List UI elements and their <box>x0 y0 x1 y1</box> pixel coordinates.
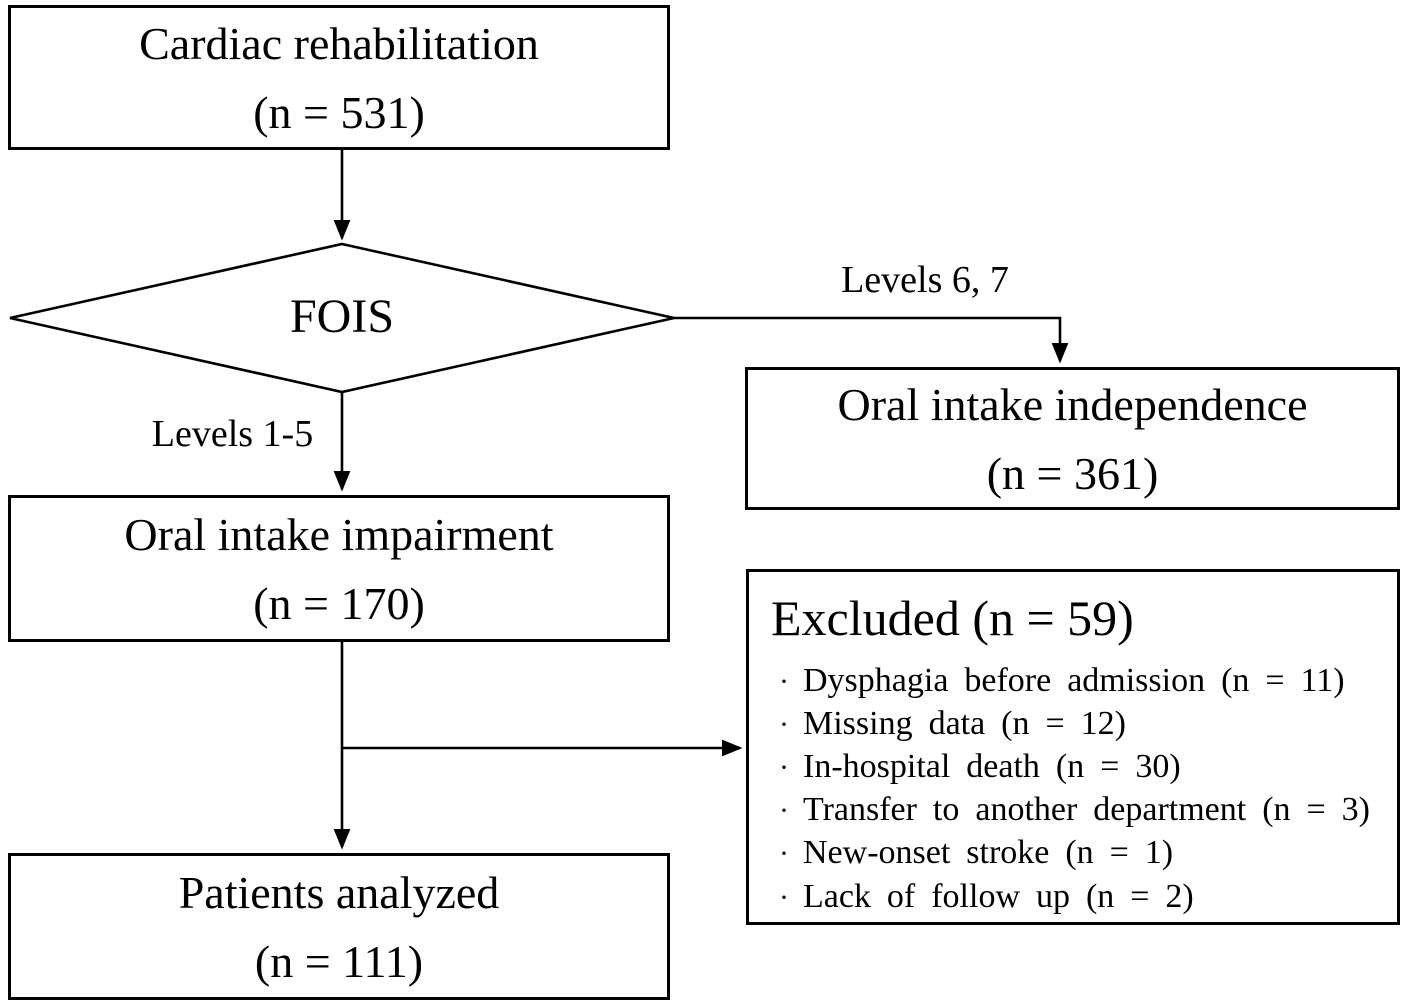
bullet-icon: · <box>779 837 789 871</box>
node-cardiac-rehabilitation: Cardiac rehabilitation (n = 531) <box>8 5 670 150</box>
excluded-item-text: Dysphagia before admission (n = 11) <box>803 662 1345 699</box>
node-count: (n = 531) <box>253 86 425 138</box>
excluded-item-text: Missing data (n = 12) <box>803 705 1126 743</box>
bullet-icon: · <box>779 751 789 785</box>
list-item: · Transfer to another department (n = 3) <box>779 790 1383 830</box>
node-title: Cardiac rehabilitation <box>139 17 539 69</box>
excluded-item-text: Lack of follow up (n = 2) <box>803 877 1194 915</box>
node-count: (n = 170) <box>253 577 425 629</box>
list-item: · Lack of follow up (n = 2) <box>779 877 1383 917</box>
node-count: (n = 111) <box>254 935 424 987</box>
node-title: Patients analyzed <box>178 866 500 918</box>
bullet-icon: · <box>779 708 789 742</box>
arrow-fois-to-independence <box>674 316 1069 364</box>
excluded-item-text: Transfer to another department (n = 3) <box>803 791 1370 829</box>
excluded-item-text: In-hospital death (n = 30) <box>803 748 1181 786</box>
edge-label-levels-6-7: Levels 6, 7 <box>841 259 1009 301</box>
excluded-title: Excluded (n = 59) <box>771 590 1134 646</box>
node-oral-intake-independence: Oral intake independence (n = 361) <box>745 367 1400 510</box>
edge-label-levels-1-5: Levels 1-5 <box>151 413 314 455</box>
node-count: (n = 361) <box>986 447 1159 499</box>
node-title: Oral intake impairment <box>124 508 554 560</box>
bullet-icon: · <box>779 880 789 914</box>
node-title: Oral intake independence <box>837 378 1308 430</box>
node-oral-intake-impairment: Oral intake impairment (n = 170) <box>8 495 670 642</box>
list-item: · In-hospital death (n = 30) <box>779 747 1383 787</box>
excluded-item-text: New-onset stroke (n = 1) <box>803 834 1174 872</box>
bullet-icon: · <box>779 794 789 828</box>
bullet-icon: · <box>779 665 789 698</box>
node-excluded: Excluded (n = 59) · Dysphagia before adm… <box>746 569 1400 925</box>
list-item: · New-onset stroke (n = 1) <box>779 833 1383 873</box>
list-item: · Missing data (n = 12) <box>779 704 1383 744</box>
list-item: · Dysphagia before admission (n = 11) <box>779 661 1383 701</box>
fois-decision-label: FOIS <box>289 290 395 343</box>
node-patients-analyzed: Patients analyzed (n = 111) <box>8 853 670 1000</box>
